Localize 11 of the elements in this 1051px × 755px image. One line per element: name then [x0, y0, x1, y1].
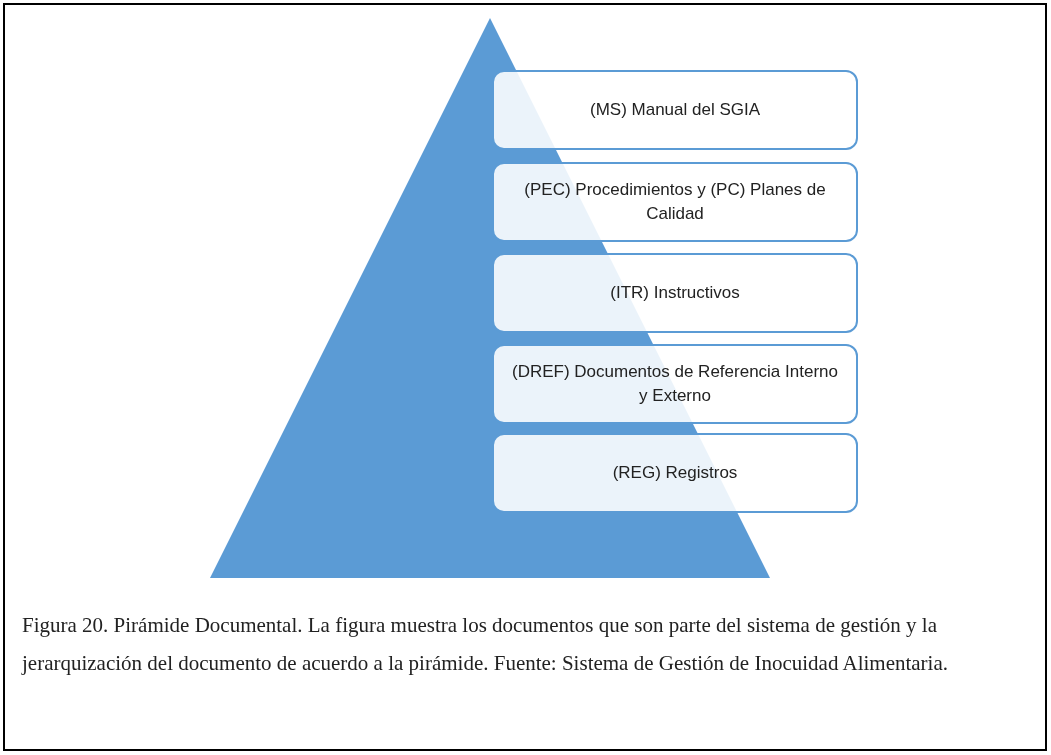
- level-label: (ITR) Instructivos: [610, 282, 740, 304]
- level-box: [492, 433, 858, 513]
- level-box: [492, 253, 858, 333]
- level-label: (DREF) Documentos de Referencia Interno y Externo: [511, 361, 839, 407]
- figure-caption: Figura 20. Pirámide Documental. La figura muestra los documentos que son parte del sistema de gestión y la jerarquización del documento de acuerdo a la pirámide. Fuente: Sistema de Gestión de Inocuidad Alimentaria.: [22, 612, 949, 677]
- level-label: (MS) Manual del SGIA: [589, 99, 761, 121]
- level-box: [492, 70, 858, 150]
- level-label: (REG) Registros: [612, 462, 738, 484]
- level-label: (PEC) Procedimientos y (PC) Planes de Calidad: [523, 179, 827, 225]
- level-box: [492, 162, 858, 242]
- level-box: [492, 344, 858, 424]
